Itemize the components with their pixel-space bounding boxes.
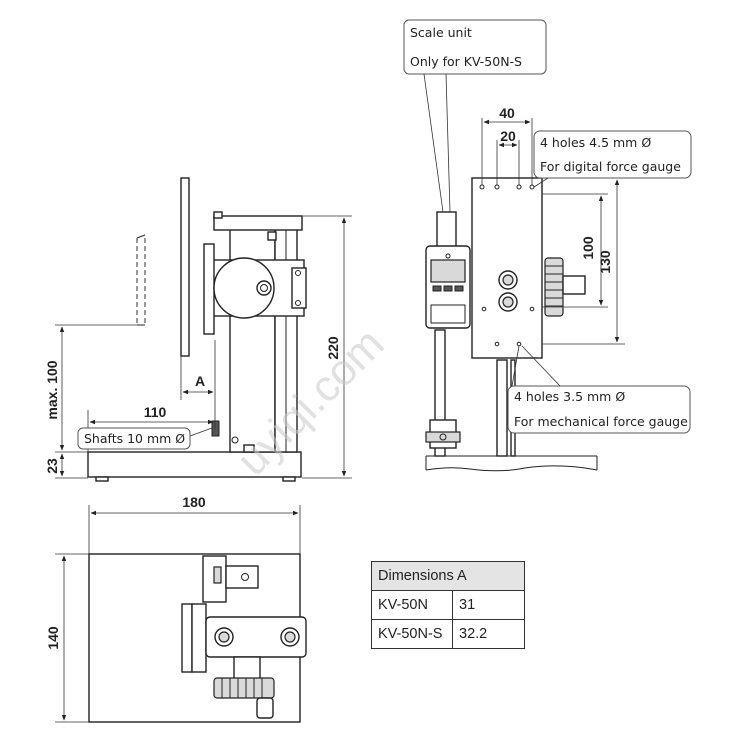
callout-shafts: [77, 427, 191, 450]
callout-digital-holes-line1: 4 holes 4.5 mm Ø: [540, 135, 651, 150]
dim-label-220: 220: [325, 336, 341, 360]
front-scale-shaft: [436, 211, 457, 251]
front-view: 40 20 100 130 Scale unit Only for KV-50N…: [403, 19, 692, 472]
side-base-foot-right: [282, 476, 296, 482]
callout-shafts-text: Shafts 10 mm Ø: [84, 431, 185, 446]
callout-mechanical-holes-line1: 4 holes 3.5 mm Ø: [514, 389, 625, 404]
table-cell-value: 32.2: [452, 619, 525, 649]
table-row: KV-50N 31: [371, 590, 525, 620]
front-main-plate: [471, 177, 543, 359]
dim-label-130: 130: [597, 250, 613, 274]
dim-label-23: 23: [44, 458, 60, 474]
callout-digital-holes: [533, 130, 692, 179]
table-cell-model: KV-50N: [371, 590, 453, 620]
side-top-cap: [213, 215, 303, 231]
side-handwheel: [213, 257, 275, 319]
dim-label-100: 100: [580, 236, 596, 260]
dim-label-max100: max. 100: [44, 360, 60, 419]
side-view: 220 max. 100 23 A 110 Shafts 10 mm Ø: [44, 177, 352, 482]
side-base-foot-left: [95, 476, 109, 482]
table-header-cell: Dimensions A: [371, 561, 525, 591]
top-knob-gear: [213, 677, 275, 699]
callout-scale-unit-line1: Scale unit: [410, 25, 472, 40]
callout-scale-unit: [403, 19, 547, 75]
table-cell-model: KV-50N-S: [371, 619, 453, 649]
front-scale-display: [430, 259, 466, 283]
side-base-plate: [87, 451, 302, 478]
callout-mechanical-holes: [507, 385, 691, 434]
dim-label-40: 40: [499, 105, 515, 121]
top-vertical-plate: [181, 603, 193, 673]
table-header-a: A: [456, 568, 467, 584]
dim-label-110: 110: [144, 404, 167, 420]
callout-mechanical-holes-line2: For mechanical force gauge: [514, 414, 688, 429]
dim-label-140: 140: [45, 626, 61, 650]
side-back-plate: [180, 177, 190, 357]
top-view: 180 140: [45, 494, 307, 723]
table-header-dimensions: Dimensions: [378, 568, 454, 584]
callout-digital-holes-line2: For digital force gauge: [540, 159, 681, 174]
callout-scale-unit-line2: Only for KV-50N-S: [410, 54, 522, 69]
table-header-row: Dimensions A: [371, 561, 525, 591]
dim-label-180: 180: [182, 494, 206, 510]
table-cell-value: 31: [452, 590, 525, 620]
table-row: KV-50N-S 32.2: [371, 619, 525, 649]
dimensions-table: Dimensions A KV-50N 31 KV-50N-S 32.2: [371, 561, 525, 649]
front-column: [434, 329, 446, 457]
dim-label-20: 20: [500, 128, 516, 144]
dim-label-A: A: [195, 373, 205, 389]
